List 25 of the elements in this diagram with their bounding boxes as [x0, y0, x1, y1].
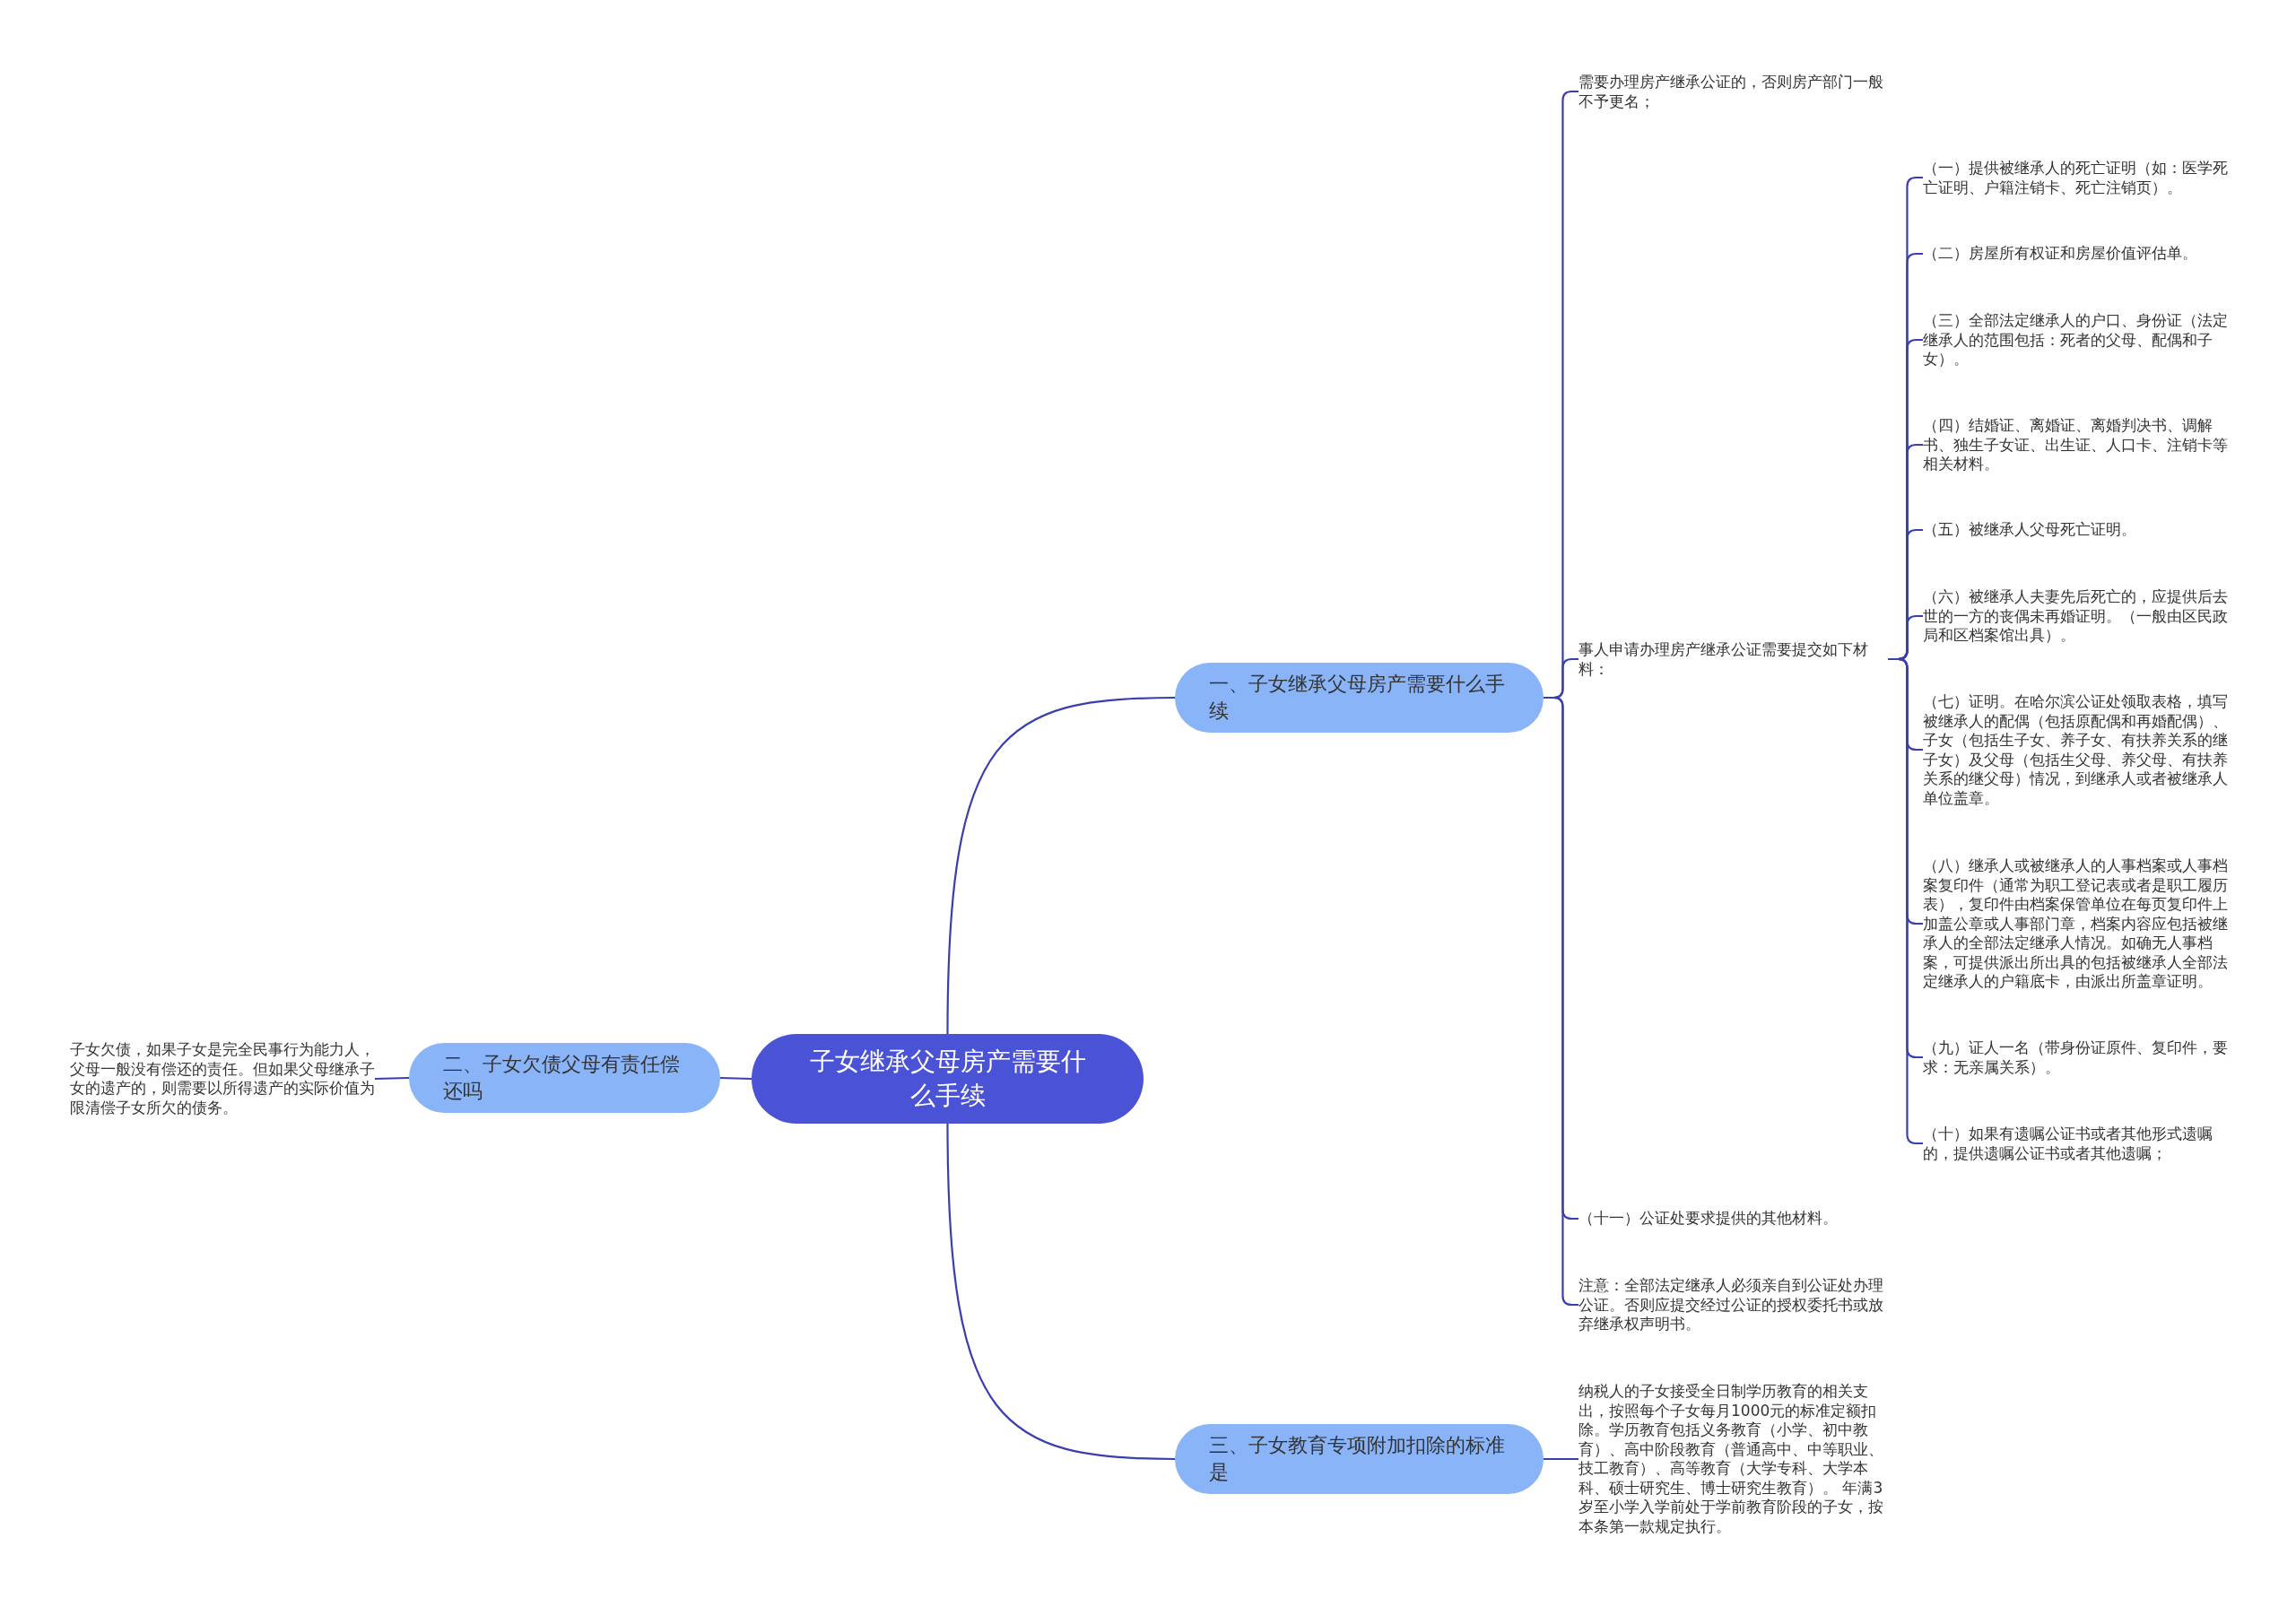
- central-topic: 子女继承父母房产需要什么手续: [752, 1034, 1144, 1124]
- topic-text: 纳税人的子女接受全日制学历教育的相关支出，按照每个子女每月1000元的标准定额扣除。学历教育包括义务教育（小学、初中教育）、高中阶段教育（普通高中、中等职业、技工教育）、高等教育（大学专科、大学本科、硕士研究生、博士研究生教育）。 年满3岁至小学入学前处于学前教育阶段的子女，按本条第一款规定执行。: [1578, 1382, 1888, 1536]
- topic-text: （七）证明。在哈尔滨公证处领取表格，填写被继承人的配偶（包括原配偶和再婚配偶）、子女（包括生子女、养子女、有扶养关系的继子女）及父母（包括生父母、养父母、有扶养关系的继父母）情况，到继承人或者被继承人单位盖章。: [1923, 691, 2228, 808]
- topic-text: （九）证人一名（带身份证原件、复印件，要求：无亲属关系）。: [1923, 1038, 2228, 1077]
- topic-text: （四）结婚证、离婚证、离婚判决书、调解书、独生子女证、出生证、人口卡、注销卡等相关材料。: [1923, 415, 2228, 474]
- topic-text: （二）房屋所有权证和房屋价值评估单。: [1923, 244, 2228, 264]
- topic-text: 需要办理房产继承公证的，否则房产部门一般不予更名；: [1578, 72, 1888, 111]
- connector-line: [719, 1076, 752, 1081]
- topic-text: （八）继承人或被继承人的人事档案或人事档案复印件（通常为职工登记表或者是职工履历表），复印件由档案保管单位在每页复印件上加盖公章或人事部门章，档案内容应包括被继承人的全部法定继承人情况。如确无人事档案，可提供派出所出具的包括被继承人全部法定继承人的户籍底卡，由派出所盖章证明。: [1923, 856, 2228, 992]
- connector-line: [946, 1124, 1176, 1461]
- topic-text: （六）被继承人夫妻先后死亡的，应提供后去世的一方的丧偶未再婚证明。（一般由区民政局和区档案馆出具）。: [1923, 586, 2228, 646]
- topic-text: 事人申请办理房产继承公证需要提交如下材料：: [1578, 639, 1888, 679]
- topic-text: 注意：全部法定继承人必须亲自到公证处办理公证。否则应提交经过公证的授权委托书或放弃继承权声明书。: [1578, 1275, 1888, 1334]
- topic-box: 三、子女教育专项附加扣除的标准是: [1175, 1424, 1544, 1494]
- topic-text: （一）提供被继承人的死亡证明（如：医学死亡证明、户籍注销卡、死亡注销页）。: [1923, 158, 2228, 197]
- topic-text: 子女欠债，如果子女是完全民事行为能力人，父母一般没有偿还的责任。但如果父母继承子女的遗产的，则需要以所得遗产的实际价值为限清偿子女所欠的债务。: [70, 1040, 375, 1117]
- connector-line: [374, 1076, 410, 1081]
- topic-box: 二、子女欠债父母有责任偿还吗: [409, 1043, 720, 1113]
- topic-text: （十一）公证处要求提供的其他材料。: [1578, 1209, 1888, 1229]
- topic-text: （十）如果有遗嘱公证书或者其他形式遗嘱的，提供遗嘱公证书或者其他遗嘱；: [1923, 1124, 2228, 1163]
- topic-box: 一、子女继承父母房产需要什么手续: [1175, 663, 1544, 733]
- topic-text: （五）被继承人父母死亡证明。: [1923, 520, 2228, 540]
- connector-line: [1544, 1457, 1578, 1461]
- connector-line: [946, 696, 1176, 1034]
- topic-text: （三）全部法定继承人的户口、身份证（法定继承人的范围包括：死者的父母、配偶和子女）。: [1923, 310, 2228, 369]
